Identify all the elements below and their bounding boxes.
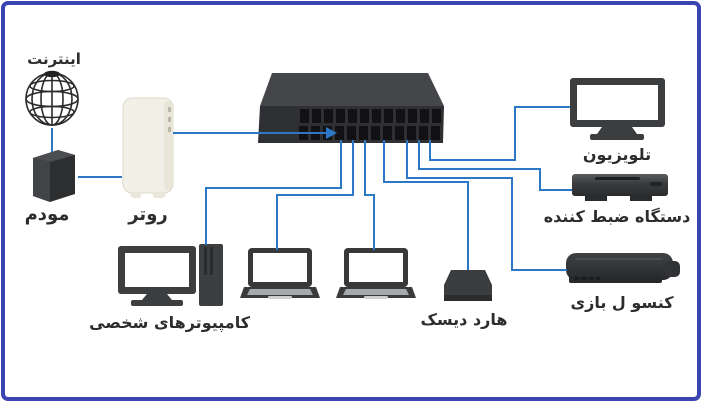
internet-globe-icon (22, 68, 82, 128)
cable-switch-to-harddisk (383, 140, 469, 270)
hard-disk-device (442, 264, 494, 306)
internet-label: اینترنت (27, 50, 81, 68)
recorder-device (570, 170, 670, 206)
arrowhead-into-switch (326, 127, 337, 139)
laptop-1-device (240, 246, 322, 304)
console-label: کنسو ل بازی (570, 293, 674, 312)
cable-switch-to-desktop (205, 140, 342, 245)
tv-label: تلویزیون (582, 145, 652, 164)
recorder-label: دستگاه ضبط کننده (543, 207, 691, 226)
cable-switch-to-tv (429, 106, 570, 161)
harddisk-label: هارد دیسک (420, 310, 508, 329)
laptop-2-device (336, 246, 418, 304)
game-console-device (563, 249, 683, 289)
pcs-label: کامپیوترهای شخصی (89, 313, 250, 332)
cable-switch-to-laptop2 (364, 140, 375, 250)
cable-switch-to-recorder (418, 140, 572, 191)
desktop-pc-device (115, 243, 225, 311)
modem-device (28, 148, 80, 204)
modem-label: مودم (24, 204, 70, 225)
cable-switch-to-laptop1 (276, 140, 354, 250)
router-label: روتر (128, 204, 168, 225)
cable-switch-to-console (406, 140, 567, 271)
router-device (122, 97, 176, 199)
tv-device (565, 76, 669, 142)
